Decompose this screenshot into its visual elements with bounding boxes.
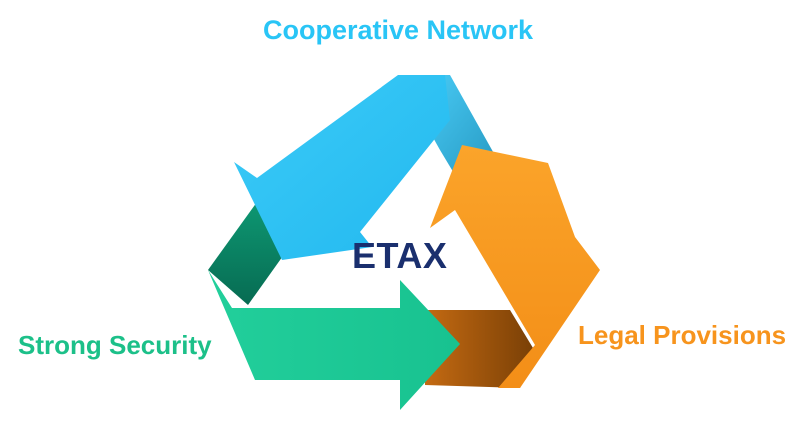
orange-fold-shade (425, 310, 533, 388)
center-label: ETAX (352, 235, 448, 276)
green-arrow (208, 270, 460, 410)
orange-arrow (430, 145, 600, 388)
node-label-legal-provisions: Legal Provisions (578, 320, 787, 350)
node-label-cooperative-network: Cooperative Network (263, 15, 534, 45)
node-label-strong-security: Strong Security (18, 330, 212, 360)
blue-arrow (234, 75, 450, 260)
